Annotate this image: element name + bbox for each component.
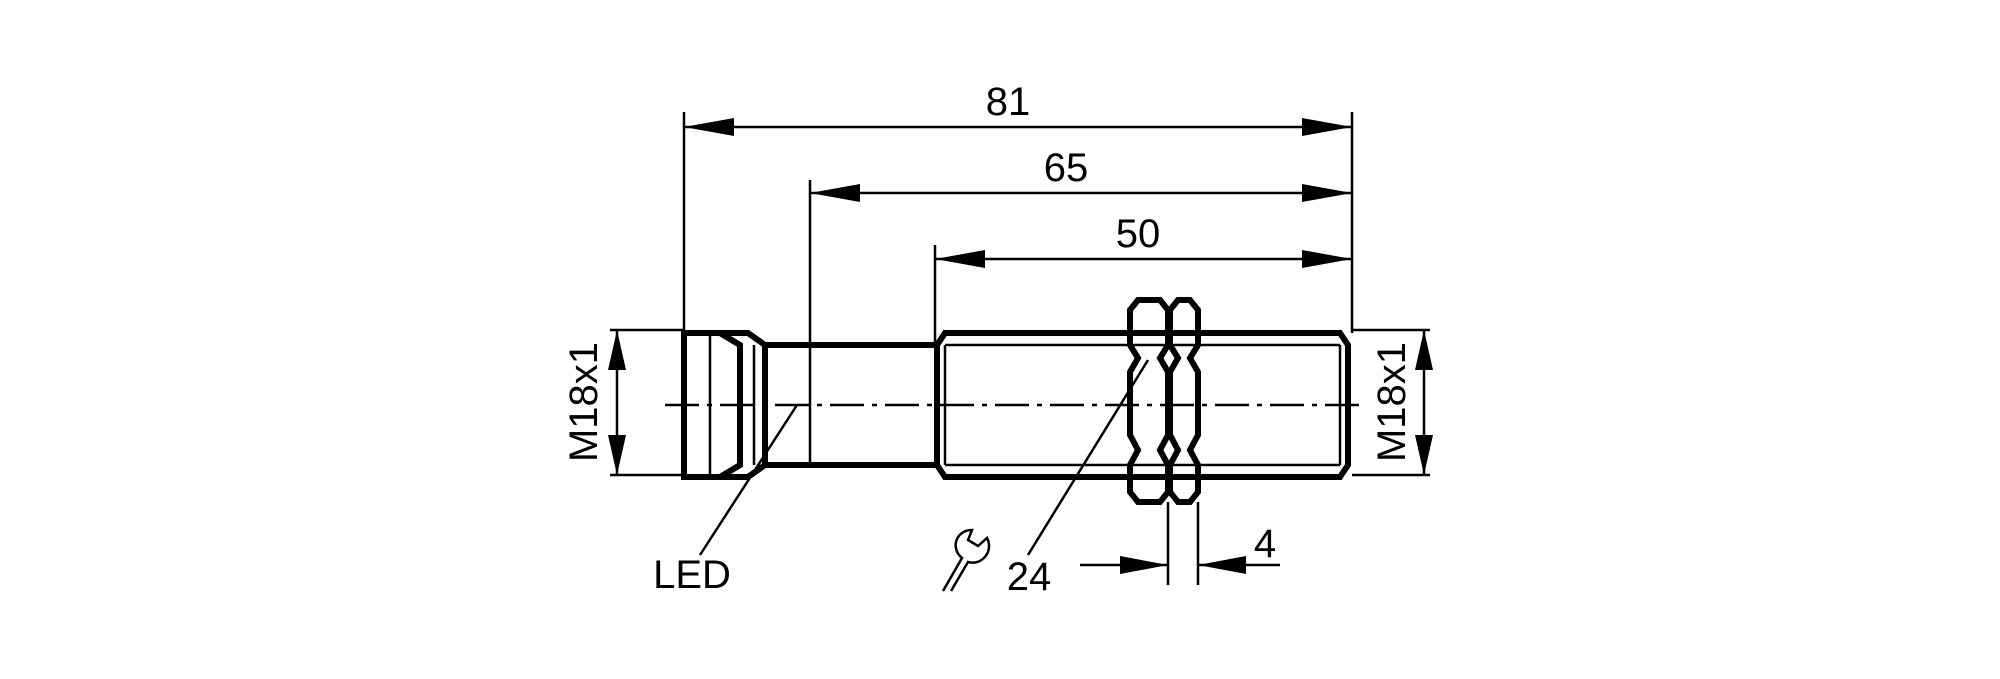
extension-lines (610, 112, 1430, 585)
dimension-length-from-led: 65 (810, 146, 1352, 202)
dimension-nut-thickness: 4 (1080, 522, 1280, 574)
sensor-body (665, 297, 1365, 505)
dimension-thread-right: M18x1 (1370, 330, 1433, 475)
threaded-barrel (934, 330, 1351, 480)
dimension-overall-length: 81 (684, 80, 1352, 136)
lock-nut-left (1127, 297, 1171, 505)
dimension-thread-left: M18x1 (562, 330, 626, 475)
wrench-size-callout: 24 (941, 359, 1150, 599)
overall-length-value: 81 (986, 80, 1031, 124)
lock-nut-right (1167, 297, 1201, 505)
wrench-icon (941, 528, 991, 592)
nut-thickness-value: 4 (1254, 522, 1276, 566)
led-label: LED (653, 553, 731, 597)
sensor-neck (765, 342, 937, 468)
led-callout: LED (653, 404, 799, 597)
wrench-size-value: 24 (1007, 555, 1052, 599)
thread-right-label: M18x1 (1370, 342, 1414, 462)
dimension-thread-length: 50 (935, 212, 1352, 268)
length-from-led-value: 65 (1044, 146, 1089, 190)
thread-length-value: 50 (1116, 212, 1161, 256)
thread-left-label: M18x1 (562, 342, 606, 462)
